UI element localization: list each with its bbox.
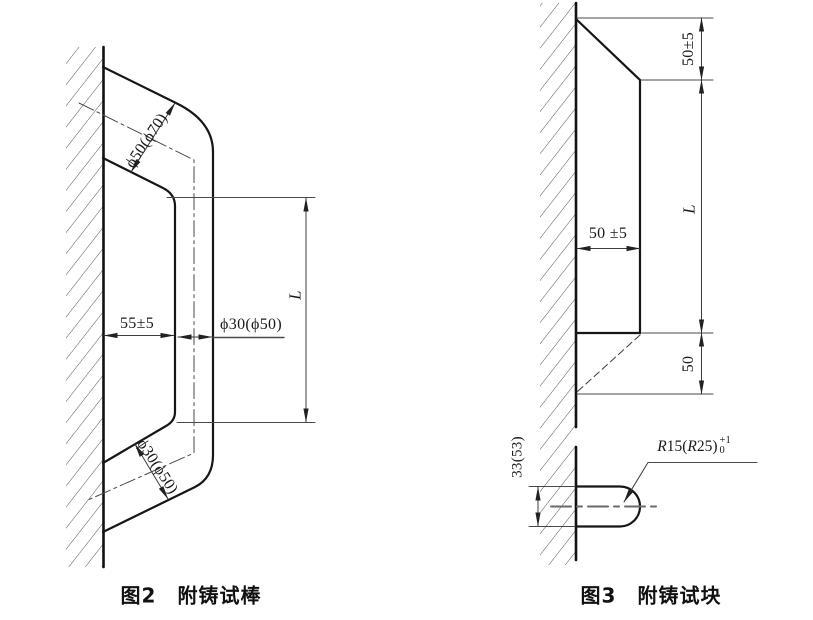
fig2-bar-diameter-dim-label: ϕ30(ϕ50) — [220, 316, 282, 333]
fig2-caption: 图2 附铸试棒 — [120, 583, 262, 608]
radius-tolerance-lower: 0 — [719, 445, 725, 456]
fig3-bottom-height-dim-label: 50 — [680, 355, 697, 373]
radius-symbol-1: R — [657, 438, 667, 456]
fig3-dashed-line — [576, 334, 641, 393]
fig2-length-dim-label: L — [285, 290, 305, 300]
radius-tolerance-upper: +1 — [719, 435, 731, 446]
fig2-bottom-neck-dim-line — [134, 443, 169, 500]
fig3-detail-thickness-dim-label: 33(53) — [509, 436, 526, 478]
radius-symbol-2: R — [687, 438, 697, 456]
fig3-drawing — [528, 1, 758, 565]
radius-value-1: 15( — [666, 438, 688, 456]
fig2-offset-dim-label: 55±5 — [120, 315, 154, 332]
fig3-top-height-dim-label: 50±5 — [680, 32, 697, 66]
fig3-radius-leader-arrow — [623, 462, 649, 503]
fig3-length-dim-label: L — [679, 204, 699, 214]
radius-value-2: 25) — [696, 438, 718, 456]
fig2-wall-hatching — [66, 47, 103, 567]
fig2-bar-outer-profile — [101, 65, 215, 534]
fig3-width-dim-label: 50 ±5 — [588, 225, 628, 242]
fig3-block-profile — [574, 17, 642, 335]
fig2-bar-inner-profile — [101, 156, 177, 465]
fig2-top-neck-dim-line — [130, 102, 176, 173]
fig3-wall-hatching — [540, 3, 576, 565]
fig3-caption: 图3 附铸试块 — [580, 583, 722, 608]
fig2-drawing — [66, 45, 316, 569]
